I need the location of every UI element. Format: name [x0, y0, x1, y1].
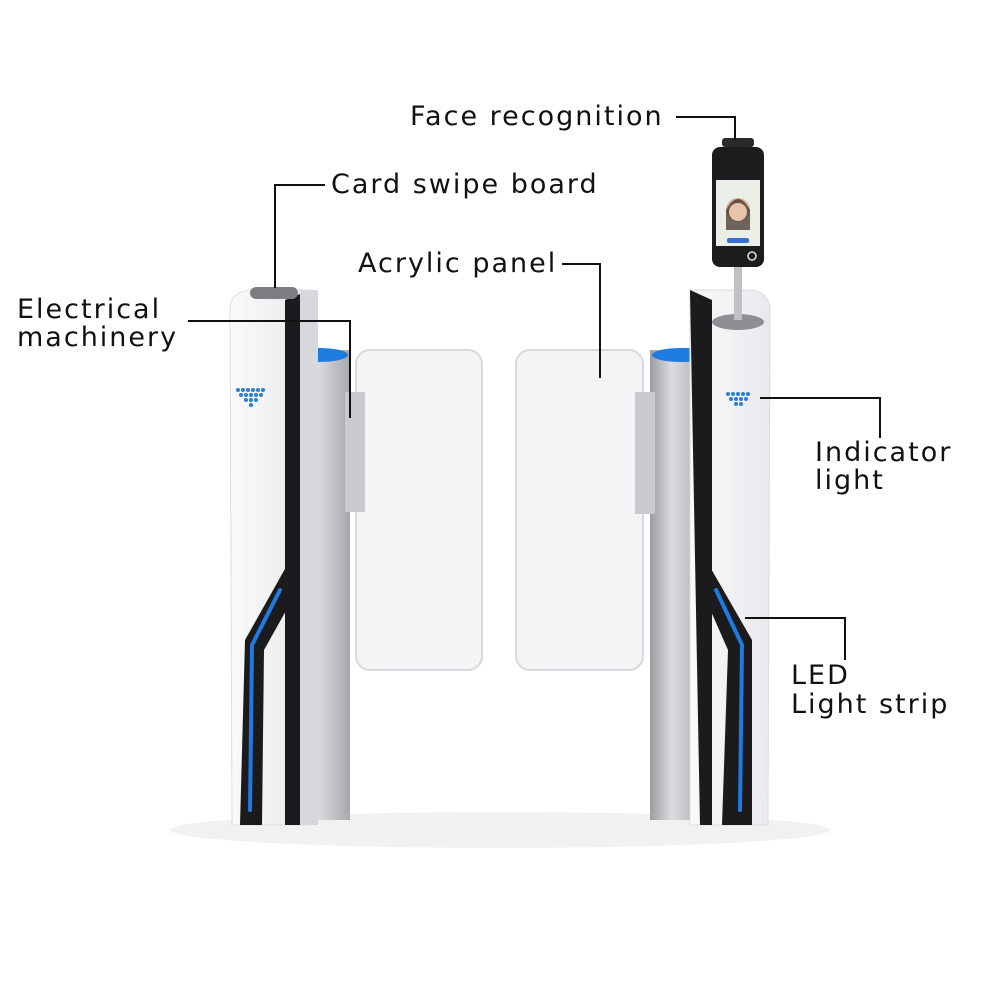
acrylic-panel-right	[515, 349, 644, 671]
leader-lines	[188, 116, 881, 660]
left-turnstile-cabinet	[229, 287, 365, 826]
face-recognition-terminal	[712, 138, 764, 330]
label-electrical-machinery-line1: Electrical	[17, 294, 162, 325]
label-indicator-light-line2: light	[815, 465, 885, 496]
label-acrylic-panel: Acrylic panel	[358, 248, 558, 279]
label-electrical-machinery-line2: machinery	[17, 322, 179, 353]
right-turnstile-cabinet	[635, 138, 771, 826]
label-led-strip-line1: LED	[791, 660, 850, 691]
acrylic-panel-left	[355, 349, 483, 671]
card-swipe-board	[250, 287, 298, 299]
indicator-light-icon	[236, 388, 265, 407]
label-face-recognition: Face recognition	[410, 101, 664, 132]
label-indicator-light-line1: Indicator	[815, 437, 953, 468]
label-card-swipe-board: Card swipe board	[331, 169, 599, 200]
label-led-strip-line2: Light strip	[791, 689, 950, 720]
